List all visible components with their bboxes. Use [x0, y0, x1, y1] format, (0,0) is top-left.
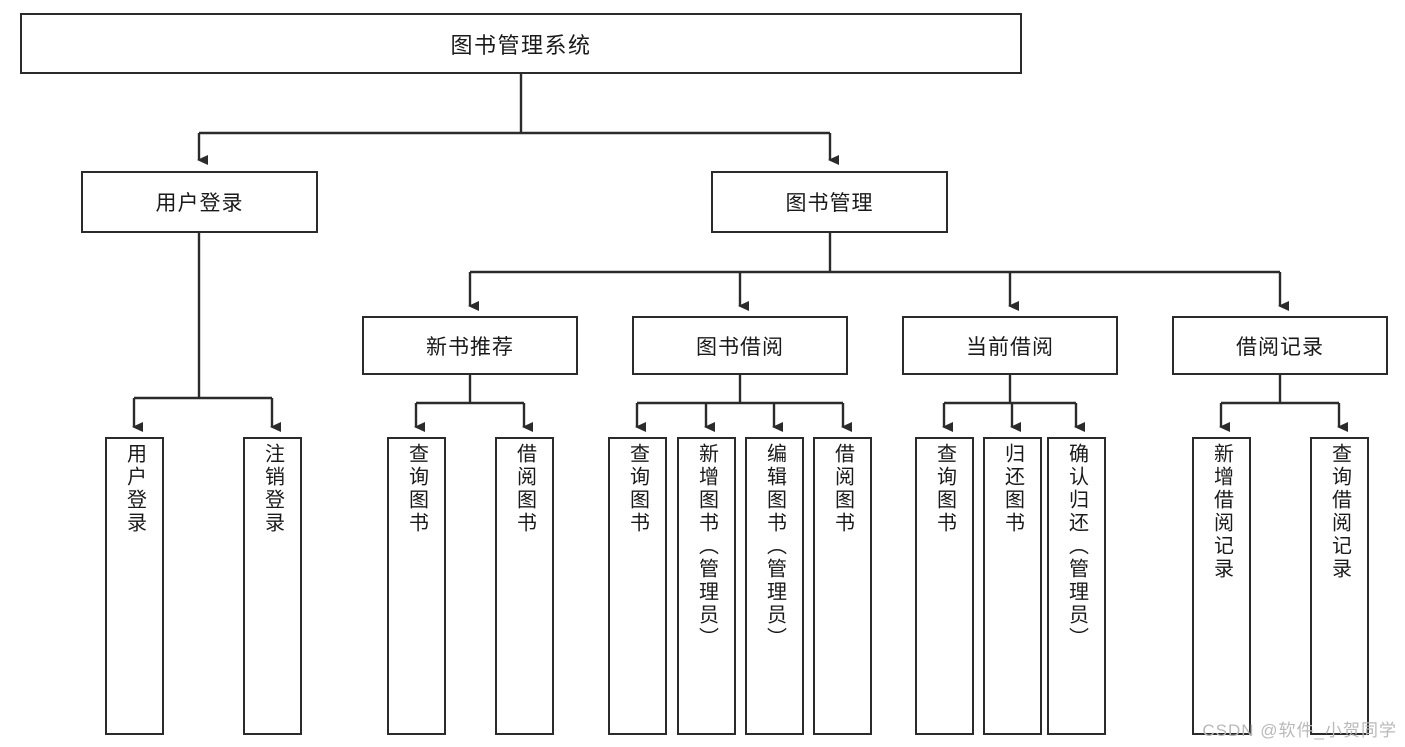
leaf-current-return-book[interactable]: 归还图书	[983, 437, 1042, 735]
leaf-label: 查询图书	[933, 443, 956, 535]
leaf-label: 查询图书	[405, 443, 428, 535]
node-user-login[interactable]: 用户登录	[81, 171, 318, 233]
leaf-record-query-record[interactable]: 查询借阅记录	[1310, 437, 1369, 735]
leaf-label: 编辑图书（管理员）	[763, 443, 786, 650]
leaf-label: 借阅图书	[513, 443, 536, 535]
leaf-record-add-record[interactable]: 新增借阅记录	[1192, 437, 1251, 735]
node-borrow-record[interactable]: 借阅记录	[1172, 316, 1388, 375]
leaf-label: 确认归还（管理员）	[1065, 443, 1088, 650]
leaf-label: 新增借阅记录	[1210, 443, 1233, 581]
leaf-label: 查询借阅记录	[1328, 443, 1351, 581]
leaf-borrow-edit-book[interactable]: 编辑图书（管理员）	[745, 437, 804, 735]
leaf-borrow-borrow-book[interactable]: 借阅图书	[813, 437, 872, 735]
leaf-recommend-borrow-book[interactable]: 借阅图书	[495, 437, 554, 735]
leaf-label: 借阅图书	[831, 443, 854, 535]
leaf-recommend-query-book[interactable]: 查询图书	[387, 437, 446, 735]
leaf-label: 新增图书（管理员）	[695, 443, 718, 650]
leaf-borrow-add-book[interactable]: 新增图书（管理员）	[677, 437, 736, 735]
leaf-label: 注销登录	[261, 443, 284, 535]
leaf-current-query-book[interactable]: 查询图书	[915, 437, 974, 735]
leaf-label: 查询图书	[626, 443, 649, 535]
leaf-user-login-logout[interactable]: 注销登录	[243, 437, 302, 735]
leaf-label: 归还图书	[1001, 443, 1024, 535]
csdn-watermark: CSDN @软件_小贺同学	[1202, 721, 1397, 740]
node-new-book-recommend[interactable]: 新书推荐	[362, 316, 578, 375]
leaf-user-login-login[interactable]: 用户登录	[105, 437, 164, 735]
node-book-management[interactable]: 图书管理	[711, 171, 948, 233]
node-root-system[interactable]: 图书管理系统	[20, 13, 1022, 74]
leaf-borrow-query-book[interactable]: 查询图书	[608, 437, 667, 735]
node-current-borrow[interactable]: 当前借阅	[902, 316, 1118, 375]
leaf-current-confirm-return[interactable]: 确认归还（管理员）	[1047, 437, 1106, 735]
node-book-borrow[interactable]: 图书借阅	[632, 316, 848, 375]
leaf-label: 用户登录	[123, 443, 146, 535]
